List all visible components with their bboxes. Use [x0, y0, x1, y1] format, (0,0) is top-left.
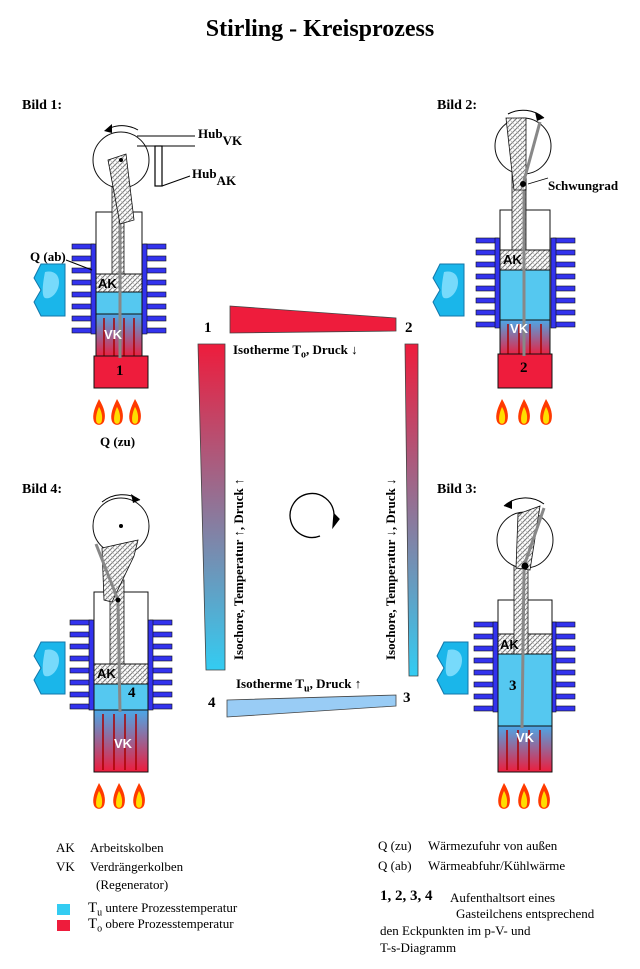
- legend-tu-swatch: [57, 904, 70, 915]
- legend-vk-text: Verdrängerkolben: [90, 859, 184, 874]
- ak-label-3: AK: [500, 637, 519, 652]
- legend-qzu-text: Wärmezufuhr von außen: [428, 838, 558, 853]
- legend-tu: Tu untere Prozesstemperatur: [88, 900, 238, 919]
- legend-qab-text: Wärmeabfuhr/Kühlwärme: [428, 858, 566, 873]
- legend-nums: 1, 2, 3, 4: [380, 888, 433, 904]
- isochore-right-bar: [404, 343, 419, 677]
- legend-nums-text3: den Eckpunkten im p-V- und: [380, 923, 531, 938]
- legend-ak-abbr: AK: [56, 840, 75, 855]
- legend-qzu-abbr: Q (zu): [378, 838, 412, 853]
- corner-3: 3: [403, 690, 411, 706]
- isochore-left-bar: [197, 343, 226, 671]
- bild-2-label: Bild 2:: [437, 98, 478, 113]
- engine-1-number: 1: [116, 363, 124, 379]
- legend-nums-text4: T-s-Diagramm: [380, 940, 457, 955]
- engine-1: [33, 124, 195, 425]
- legend-nums-text1: Aufenthaltsort eines: [450, 890, 556, 905]
- schwungrad-label: Schwungrad: [548, 178, 619, 193]
- vk-label-4: VK: [114, 736, 133, 751]
- engine-2-number: 2: [520, 360, 528, 376]
- engine-3-number: 3: [509, 678, 517, 694]
- process-bottom-label: Isotherme Tu, Druck ↑: [236, 676, 362, 695]
- vk-label-2: VK: [510, 321, 529, 336]
- legend-to-swatch: [57, 920, 70, 931]
- ak-label-1: AK: [98, 276, 117, 291]
- bild-3-label: Bild 3:: [437, 482, 478, 497]
- vk-label-1: VK: [104, 327, 123, 342]
- process-right-label: Isochore, Temperatur ↓, Druck ↓: [383, 478, 398, 660]
- vk-label-3: VK: [516, 730, 535, 745]
- process-top-label: Isotherme To, Druck ↓: [233, 342, 358, 361]
- isotherm-top-bar: [229, 305, 397, 334]
- process-left-label: Isochore, Temperatur ↑, Druck ↑: [231, 478, 246, 660]
- q-zu-label: Q (zu): [100, 434, 136, 449]
- legend-ak-text: Arbeitskolben: [90, 840, 164, 855]
- bild-1-label: Bild 1:: [22, 98, 63, 113]
- legend-to: To obere Prozesstemperatur: [88, 916, 234, 935]
- corner-2: 2: [405, 320, 413, 336]
- engine-2: [432, 109, 576, 425]
- legend-vk-abbr: VK: [56, 859, 75, 874]
- engine-4: [33, 494, 173, 809]
- bild-4-label: Bild 4:: [22, 482, 63, 497]
- corner-1: 1: [204, 320, 212, 336]
- legend-nums-text2: Gasteilchens entsprechend: [456, 906, 595, 921]
- cycle-direction-icon: [289, 492, 340, 539]
- legend-vk-text2: (Regenerator): [96, 877, 169, 892]
- engine-4-number: 4: [128, 685, 136, 701]
- ak-label-4: AK: [97, 666, 116, 681]
- hub-ak-label: HubAK: [192, 166, 237, 188]
- hub-vk-label: HubVK: [198, 126, 243, 148]
- page-title: Stirling - Kreisprozess: [205, 16, 435, 42]
- engine-3: [436, 497, 576, 809]
- q-ab-label: Q (ab): [30, 249, 66, 264]
- corner-4: 4: [208, 695, 216, 711]
- isotherm-bottom-bar: [226, 694, 397, 718]
- legend-qab-abbr: Q (ab): [378, 858, 412, 873]
- ak-label-2: AK: [503, 252, 522, 267]
